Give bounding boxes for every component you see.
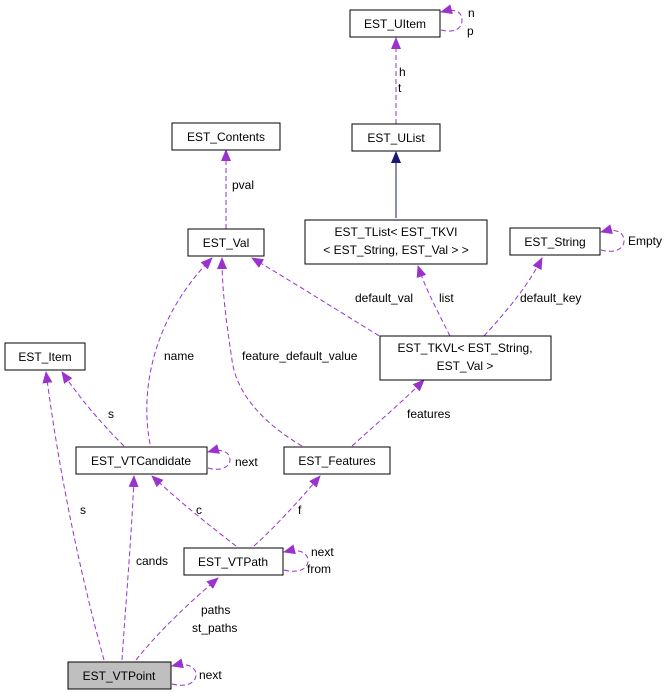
label-tkvl-list: list [439, 291, 454, 305]
edge-labels: n p h t pval Empty default_val list defa… [80, 6, 662, 682]
label-vtpath-f: f [298, 503, 302, 517]
node-est-contents-label: EST_Contents [187, 130, 265, 144]
node-est-tlist[interactable]: EST_TList< EST_TKVI < EST_String, EST_Va… [304, 219, 488, 265]
label-features-default-value: feature_default_value [242, 349, 358, 363]
edge-string-self [600, 224, 625, 252]
node-est-contents[interactable]: EST_Contents [171, 122, 281, 151]
node-est-tkvl-label-1: EST_TKVL< EST_String, [397, 341, 532, 355]
node-est-val[interactable]: EST_Val [187, 228, 265, 257]
edges [42, 4, 625, 686]
node-est-vtpoint-label: EST_VTPoint [83, 669, 156, 683]
label-vtpoint-paths: paths [201, 603, 230, 617]
node-est-uitem[interactable]: EST_UItem [349, 9, 441, 38]
edge-vtpoint-vtpath [135, 577, 219, 661]
node-est-ulist[interactable]: EST_UList [351, 123, 441, 152]
label-tkvl-features: features [407, 407, 450, 421]
label-vtpath-c: c [196, 503, 202, 517]
node-est-ulist-label: EST_UList [367, 131, 425, 145]
label-vtpath-next: next [311, 545, 334, 559]
node-est-vtcandidate[interactable]: EST_VTCandidate [75, 446, 208, 475]
edge-vtcand-self [207, 444, 231, 470]
node-est-item-label: EST_Item [18, 350, 71, 364]
node-est-vtcandidate-label: EST_VTCandidate [91, 454, 191, 468]
edge-tkvl-val [251, 257, 387, 341]
label-uitem-n: n [468, 6, 475, 20]
edge-vtpath-vtcand [151, 475, 237, 547]
edge-vtcand-item [61, 371, 125, 447]
node-est-tkvl[interactable]: EST_TKVL< EST_String, EST_Val > [379, 335, 552, 381]
edge-features-tkvl [351, 379, 425, 447]
node-est-tlist-label-2: < EST_String, EST_Val > > [323, 243, 469, 257]
label-ulist-h: h [399, 65, 406, 79]
node-est-vtpath[interactable]: EST_VTPath [183, 547, 284, 576]
label-ulist-t: t [398, 81, 402, 95]
label-contents-pval: pval [232, 178, 254, 192]
label-vtcand-name: name [164, 349, 194, 363]
label-tkvl-default-val: default_val [355, 291, 413, 305]
node-est-string-label: EST_String [524, 235, 585, 249]
edge-vtpath-self [283, 544, 309, 572]
label-vtcand-next: next [235, 455, 258, 469]
label-vtpoint-s: s [80, 503, 86, 517]
label-vtpoint-st-paths: st_paths [192, 621, 237, 635]
label-vtpoint-next: next [199, 668, 222, 682]
edge-vtcand-val [146, 257, 213, 445]
label-vtcand-s: s [108, 407, 114, 421]
label-tkvl-default-key: default_key [520, 291, 581, 305]
edge-features-val [217, 257, 303, 447]
edge-tkvl-string [483, 257, 543, 337]
node-est-uitem-label: EST_UItem [364, 17, 426, 31]
edge-uitem-self [440, 4, 463, 32]
edge-vtpoint-vtcand [121, 475, 139, 661]
label-string-empty: Empty [628, 234, 662, 248]
nodes: EST_UItem EST_UList EST_Contents EST_Val… [4, 9, 601, 690]
edge-vtpath-features [253, 475, 321, 547]
label-uitem-p: p [467, 24, 474, 38]
edge-vtpoint-self [171, 658, 197, 686]
node-est-string[interactable]: EST_String [509, 227, 601, 256]
label-vtpoint-cands: cands [136, 554, 168, 568]
node-est-tkvl-label-2: EST_Val > [437, 359, 494, 373]
node-est-features[interactable]: EST_Features [283, 446, 391, 475]
node-est-vtpath-label: EST_VTPath [198, 555, 268, 569]
node-est-item[interactable]: EST_Item [4, 342, 86, 371]
edge-vtpoint-item [42, 371, 105, 661]
label-vtpath-from: from [307, 562, 331, 576]
node-est-tlist-label-1: EST_TList< EST_TKVI [334, 225, 457, 239]
node-est-features-label: EST_Features [298, 454, 375, 468]
node-est-vtpoint[interactable]: EST_VTPoint [67, 661, 172, 690]
node-est-val-label: EST_Val [203, 236, 249, 250]
